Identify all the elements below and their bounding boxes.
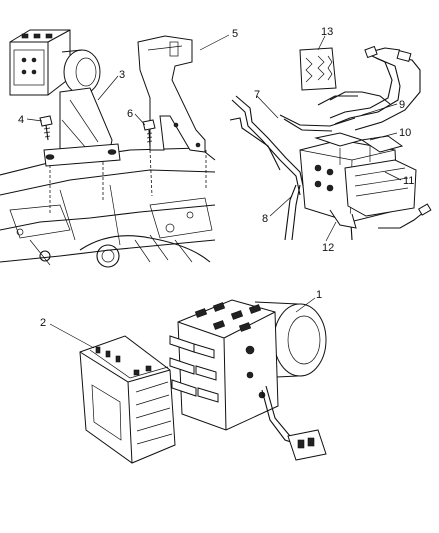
callout-3: 3: [119, 69, 125, 81]
callout-9: 9: [399, 99, 405, 111]
bracket-5: [137, 35, 206, 153]
callout-5: 5: [232, 28, 238, 40]
abs-module-mounted: [9, 29, 101, 96]
callout-2: 2: [40, 317, 46, 329]
bolt-4: [39, 115, 53, 141]
callout-12: 12: [322, 242, 334, 254]
callout-13: 13: [321, 26, 333, 38]
hydraulic-control-unit-1: [169, 299, 327, 461]
callout-4: 4: [18, 114, 24, 126]
vehicle-frame-illustration: [0, 147, 216, 268]
hcu-assembly-right: [299, 132, 417, 229]
callout-10: 10: [399, 127, 411, 139]
clip-13: [299, 47, 337, 91]
brake-lines: [231, 45, 432, 241]
controller-module-2: [79, 335, 176, 464]
leader-lines: [26, 34, 402, 349]
bolt-6: [142, 119, 156, 147]
callout-1: 1: [316, 289, 322, 301]
leader-bracket-7: [229, 117, 281, 171]
callout-8: 8: [262, 213, 268, 225]
callout-11: 11: [403, 175, 414, 187]
callout-labels: 1 2 3 4 5 6 7 8 9 10 11 12 13: [18, 26, 414, 329]
callout-7: 7: [254, 89, 260, 101]
mounting-bracket-3: [43, 87, 121, 167]
callout-6: 6: [127, 108, 133, 120]
